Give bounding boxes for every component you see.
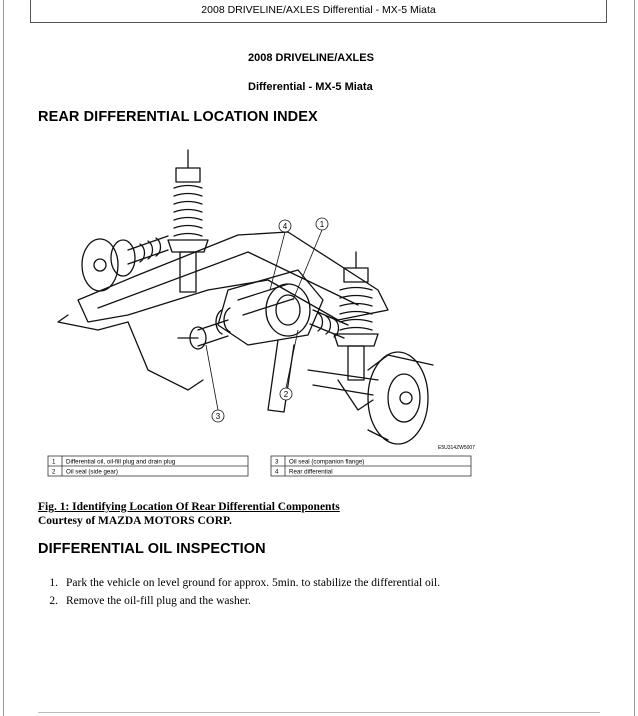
suspension-illustration: 1 4 2 3 E5U314ZW5007 1 Differential oil,…	[47, 149, 475, 477]
list-item: 1. Park the vehicle on level ground for a…	[38, 574, 440, 592]
figure-caption-credit: Courtesy of MAZDA MOTORS CORP.	[38, 515, 232, 527]
legend-label-4: Rear differential	[289, 469, 333, 476]
section-title-oil-inspection: DIFFERENTIAL OIL INSPECTION	[38, 541, 266, 557]
callout-label-2: 2	[284, 390, 289, 399]
legend-label-2: Oil seal (side gear)	[66, 469, 118, 476]
legend-num-2: 2	[52, 469, 56, 476]
inspection-steps-list: 1. Park the vehicle on level ground for a…	[38, 574, 440, 610]
legend-label-1: Differential oil, oil-fill plug and drai…	[66, 459, 176, 466]
legend-tables	[47, 455, 472, 477]
differential-housing	[215, 269, 324, 346]
differential-location-figure: 1 4 2 3 E5U314ZW5007 1 Differential oil,…	[38, 140, 478, 490]
right-drive-shaft	[309, 309, 349, 339]
figure-caption-title: Fig. 1: Identifying Location Of Rear Dif…	[38, 501, 340, 513]
callout-label-3: 3	[216, 412, 221, 421]
running-header-title: 2008 DRIVELINE/AXLES Differential - MX-5…	[201, 4, 436, 16]
step-text: Remove the oil-fill plug and the washer.	[66, 595, 251, 607]
callout-label-4: 4	[283, 222, 288, 231]
running-header: 2008 DRIVELINE/AXLES Differential - MX-5…	[30, 0, 607, 23]
figure-code: E5U314ZW5007	[438, 445, 475, 451]
callout-circle-4	[278, 219, 292, 233]
legend-label-3: Oil seal (companion flange)	[289, 459, 364, 466]
legend-num-4: 4	[275, 469, 279, 476]
document-subject: Differential - MX-5 Miata	[248, 81, 373, 93]
companion-flange	[177, 319, 229, 350]
subframe	[57, 231, 389, 413]
list-item: 2. Remove the oil-fill plug and the washe…	[38, 592, 440, 610]
page-bottom-divider	[38, 712, 600, 713]
page-border-left	[3, 0, 4, 716]
callout-circle-3	[211, 409, 225, 423]
document-category: 2008 DRIVELINE/AXLES	[248, 52, 374, 64]
callout-circle-1	[315, 217, 329, 231]
step-text: Park the vehicle on level ground for app…	[66, 577, 441, 589]
section-title-location-index: REAR DIFFERENTIAL LOCATION INDEX	[38, 109, 318, 125]
step-number: 1.	[49, 577, 58, 589]
page-border-right	[634, 0, 635, 716]
legend-num-1: 1	[52, 459, 56, 466]
left-strut-assembly	[167, 149, 209, 293]
figure-caption: Fig. 1: Identifying Location Of Rear Dif…	[38, 500, 340, 528]
callout-leaders	[205, 229, 323, 411]
step-number: 2.	[49, 595, 58, 607]
left-drive-shaft	[81, 235, 169, 292]
legend-num-3: 3	[275, 459, 279, 466]
right-hub-rotor	[367, 351, 434, 445]
callout-circle-2	[279, 387, 293, 401]
callout-label-1: 1	[320, 220, 325, 229]
control-arms	[307, 369, 379, 411]
